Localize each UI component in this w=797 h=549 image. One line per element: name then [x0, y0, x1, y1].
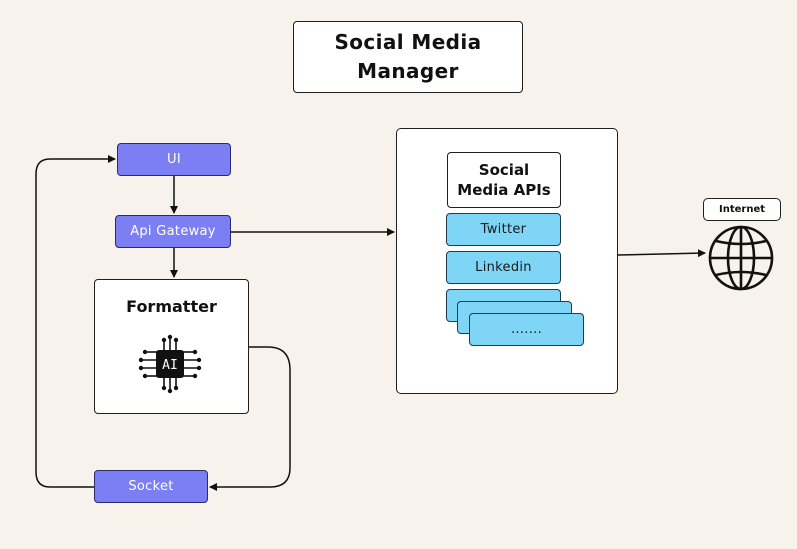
- internet-label: Internet: [703, 198, 781, 221]
- formatter-to-socket-arrow-icon: [209, 346, 291, 491]
- internet-label-text: Internet: [718, 204, 765, 215]
- apis-header-line-2: Media APIs: [457, 181, 551, 199]
- twitter-label: Twitter: [480, 222, 527, 237]
- socket-node: Socket: [94, 470, 208, 503]
- more-apis-label: .......: [510, 322, 543, 337]
- formatter-label: Formatter: [126, 297, 217, 316]
- apis-to-internet-arrow-icon: [617, 249, 706, 258]
- social-media-apis-header: Social Media APIs: [447, 152, 561, 208]
- linkedin-node: Linkedin: [446, 251, 561, 284]
- api-gateway-label: Api Gateway: [130, 224, 216, 239]
- more-apis-node: .......: [469, 313, 584, 346]
- title-line-1: Social Media: [334, 30, 482, 54]
- linkedin-label: Linkedin: [475, 260, 532, 275]
- title-line-2: Manager: [357, 59, 459, 83]
- globe-icon: [708, 225, 774, 291]
- diagram-title: Social Media Manager: [293, 21, 523, 93]
- twitter-node: Twitter: [446, 213, 561, 246]
- socket-to-ui-arrow-icon: [35, 155, 116, 488]
- socket-label: Socket: [128, 479, 174, 494]
- ai-chip-icon: AI: [138, 334, 202, 394]
- apis-header-line-1: Social: [478, 161, 530, 179]
- ai-chip-text: AI: [162, 358, 178, 373]
- formatter-node: Formatter AI: [94, 279, 249, 414]
- api-gateway-node: Api Gateway: [115, 215, 231, 248]
- ui-node: UI: [117, 143, 231, 176]
- ui-node-label: UI: [167, 152, 181, 167]
